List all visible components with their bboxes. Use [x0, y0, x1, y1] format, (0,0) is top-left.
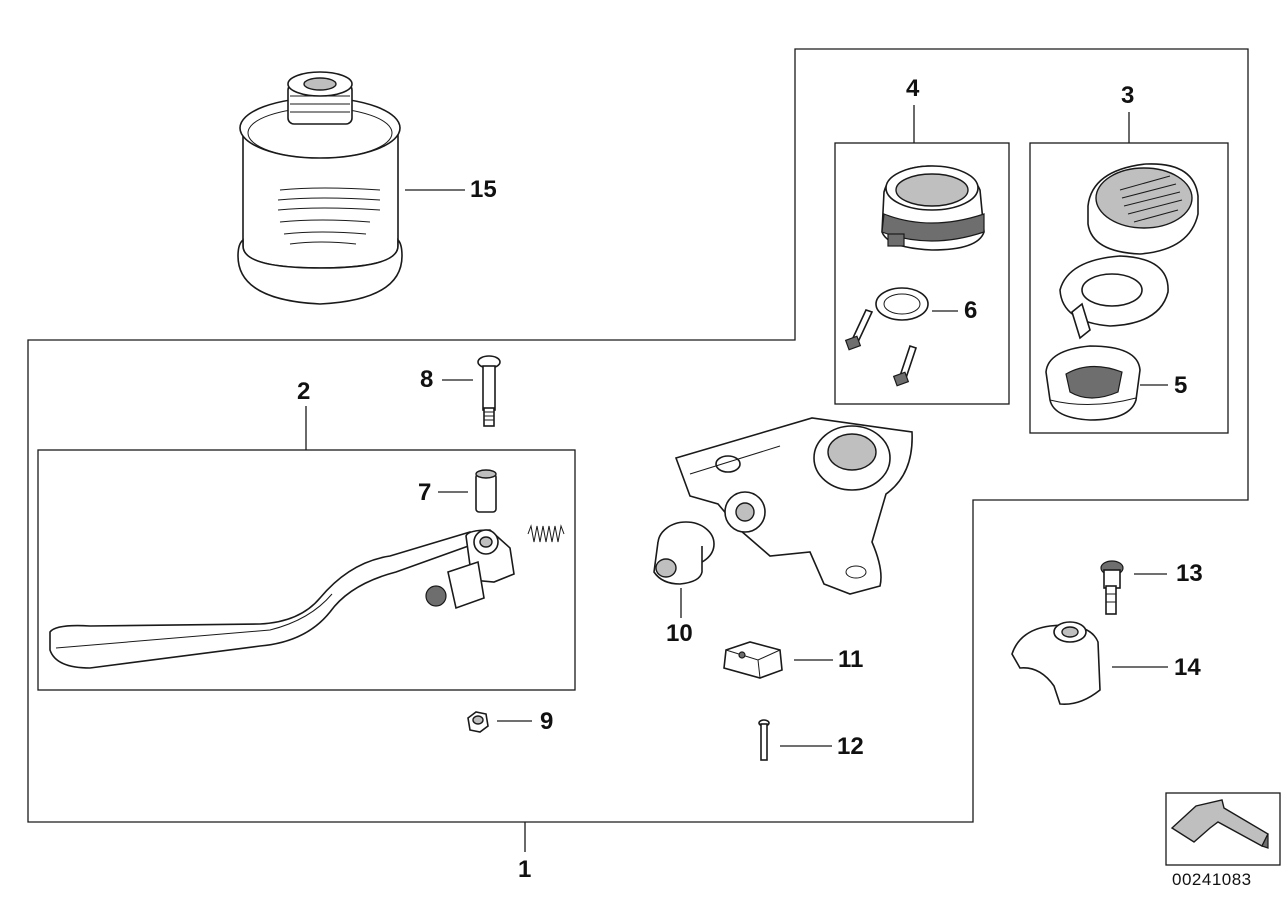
screw-kit-4-b — [892, 344, 918, 387]
seal-ring-part-6 — [875, 287, 929, 321]
diaphragm-plate — [1059, 255, 1169, 340]
callout-2: 2 — [297, 378, 311, 405]
small-screw-part-12 — [758, 719, 770, 761]
callout-13: 13 — [1176, 560, 1203, 587]
callout-8: 8 — [420, 366, 434, 393]
reservoir-cap-part-3 — [1087, 163, 1199, 255]
fluid-can-part-15 — [237, 71, 403, 305]
callout-14: 14 — [1174, 654, 1201, 681]
callout-1: 1 — [518, 856, 532, 883]
callout-3: 3 — [1121, 82, 1135, 109]
bushing-part-7 — [475, 469, 497, 513]
rubber-boot-part-10 — [653, 521, 715, 585]
callout-9: 9 — [540, 708, 554, 735]
screw-kit-4-a — [844, 309, 874, 351]
handlebar-clamp-part-14 — [1011, 621, 1101, 706]
callout-6: 6 — [964, 297, 978, 324]
switch-part-11 — [723, 641, 783, 679]
document-number: 00241083 — [1172, 870, 1252, 889]
spring — [527, 524, 565, 543]
reservoir-part-4 — [881, 165, 985, 251]
clutch-lever-part-2 — [49, 529, 515, 669]
callout-12: 12 — [837, 733, 864, 760]
master-cylinder-housing — [674, 417, 913, 595]
kit-4-box — [834, 142, 1010, 405]
pin-bolt-part-8 — [477, 355, 501, 427]
nut-part-9 — [467, 711, 489, 733]
callout-11: 11 — [838, 646, 864, 673]
callout-7: 7 — [418, 479, 432, 506]
orientation-arrow-icon — [1165, 792, 1281, 866]
callout-5: 5 — [1174, 372, 1188, 399]
callout-15: 15 — [470, 176, 497, 203]
callout-10: 10 — [666, 620, 693, 647]
assembly-1-outline — [27, 48, 1249, 823]
rubber-bellows-part-5 — [1045, 345, 1141, 421]
callout-4: 4 — [906, 75, 920, 102]
clamp-bolt-part-13 — [1100, 560, 1124, 615]
